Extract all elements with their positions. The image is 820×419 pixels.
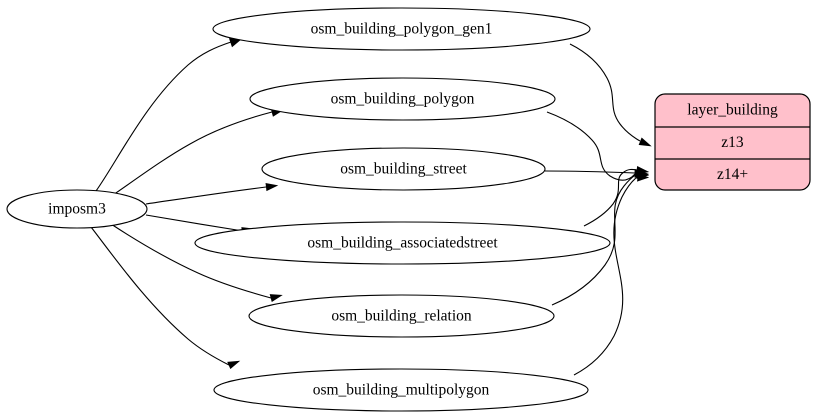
node-osm_building_relation-label: osm_building_relation bbox=[331, 308, 472, 325]
node-osm_building_multipolygon-shape bbox=[213, 368, 589, 412]
node-imposm3[interactable]: imposm3 bbox=[6, 189, 148, 229]
record-row-zoom-z14plus: z14+ bbox=[717, 166, 748, 183]
edge-osm_building_polygon_gen1-to-layer_building-z13 bbox=[569, 43, 652, 147]
node-osm_building_street-label: osm_building_street bbox=[340, 161, 467, 178]
node-osm_building_multipolygon-label: osm_building_multipolygon bbox=[313, 382, 490, 399]
node-osm_building_polygon[interactable]: osm_building_polygon bbox=[249, 77, 556, 121]
node-osm_building_polygon-shape bbox=[249, 77, 556, 121]
node-osm_building_street[interactable]: osm_building_street bbox=[261, 147, 546, 191]
node-osm_building_polygon_gen1-label: osm_building_polygon_gen1 bbox=[311, 21, 493, 38]
node-osm_building_associatedstreet[interactable]: osm_building_associatedstreet bbox=[194, 221, 611, 265]
edge-imposm3-to-osm_building_street bbox=[145, 183, 279, 205]
node-imposm3-shape bbox=[6, 189, 148, 229]
node-layer_building-box bbox=[654, 93, 811, 191]
record-row-zoom-z13: z13 bbox=[721, 134, 744, 151]
node-osm_building_polygon_gen1[interactable]: osm_building_polygon_gen1 bbox=[212, 7, 591, 51]
edge-imposm3-to-osm_building_multipolygon bbox=[90, 226, 241, 370]
record-row-layer-title: layer_building bbox=[687, 102, 778, 119]
node-osm_building_street-shape bbox=[261, 147, 546, 191]
edge-imposm3-to-osm_building_polygon_gen1 bbox=[95, 38, 243, 192]
edge-osm_building_street-to-layer_building-z14plus bbox=[544, 168, 648, 178]
node-osm_building_associatedstreet-shape bbox=[194, 221, 611, 265]
node-layer_building[interactable]: layer_building z13 z14+ bbox=[654, 93, 811, 191]
node-osm_building_polygon_gen1-shape bbox=[212, 7, 591, 51]
node-osm_building_relation[interactable]: osm_building_relation bbox=[248, 294, 555, 338]
node-osm_building_relation-shape bbox=[248, 294, 555, 338]
edge-osm_building_multipolygon-to-layer_building-z14plus bbox=[573, 173, 650, 376]
edge-imposm3-to-osm_building_relation bbox=[110, 223, 283, 303]
node-osm_building_multipolygon[interactable]: osm_building_multipolygon bbox=[213, 368, 589, 412]
node-imposm3-label: imposm3 bbox=[48, 201, 106, 218]
node-osm_building_associatedstreet-label: osm_building_associatedstreet bbox=[307, 235, 498, 252]
edge-imposm3-to-osm_building_polygon bbox=[112, 108, 284, 196]
node-osm_building_polygon-label: osm_building_polygon bbox=[331, 91, 475, 108]
